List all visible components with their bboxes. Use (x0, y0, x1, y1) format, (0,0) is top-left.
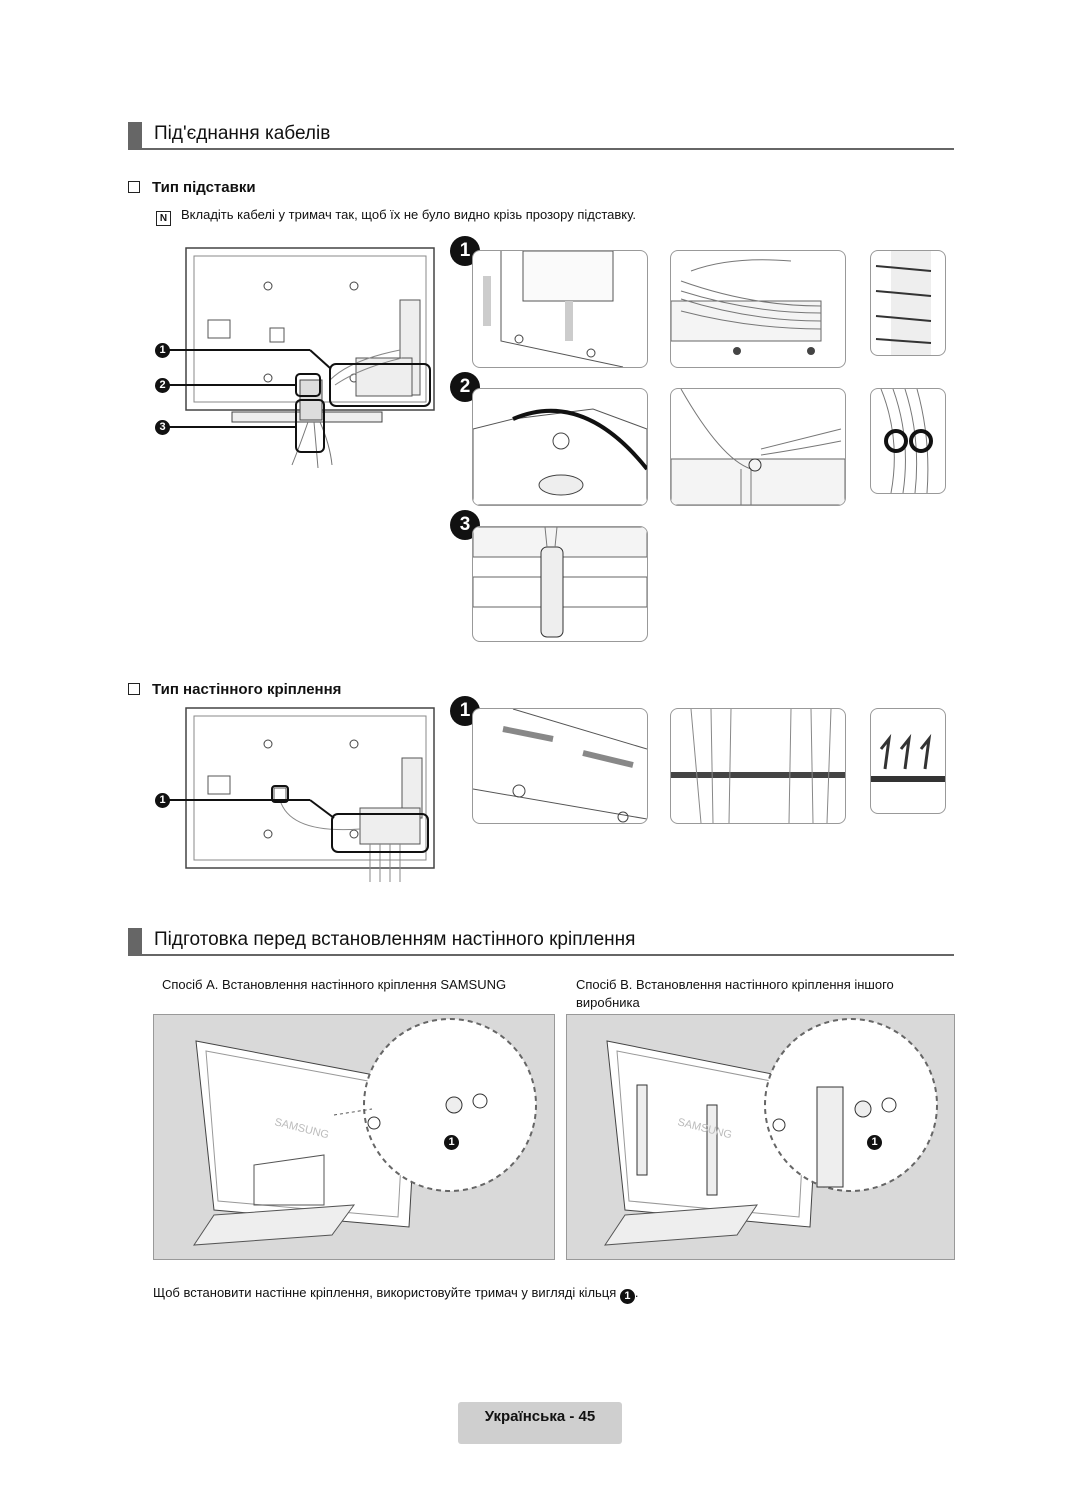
section-bar (128, 122, 142, 148)
ring-holder-note-text: Щоб встановити настінне кріплення, викор… (153, 1285, 617, 1300)
step-1-detail-a (472, 250, 648, 368)
section-title-text: Підготовка перед встановленням настінног… (154, 929, 636, 950)
wall-step-1-detail-a (472, 708, 648, 824)
section-title-wall-mount-prep: Підготовка перед встановленням настінног… (128, 928, 954, 956)
section-title-text: Під'єднання кабелів (154, 123, 331, 144)
wall-type-heading-text: Тип настінного кріплення (152, 681, 342, 698)
step-2-detail-a (472, 388, 648, 506)
step-2-detail-c (870, 388, 946, 494)
stand-note: N Вкладіть кабелі у тримач так, щоб їх не… (156, 207, 636, 226)
ring-holder-note-end: . (634, 1285, 639, 1300)
step-3-badge: 3 (450, 510, 480, 540)
checkbox-bullet-icon (128, 683, 140, 695)
method-a-caption: Спосіб A. Встановлення настінного кріпле… (162, 977, 507, 992)
method-b-illustration: SAMSUNG 1 (566, 1014, 955, 1260)
note-icon: N (156, 211, 171, 226)
stand-tv-back-diagram: 1 2 3 (150, 240, 440, 480)
step-2-detail-b (670, 388, 846, 506)
page-footer: Українська - 45 (458, 1402, 622, 1444)
ring-holder-note: Щоб встановити настінне кріплення, викор… (153, 1284, 973, 1304)
callout-1-badge: 1 (155, 343, 170, 358)
wall-step-1-detail-b (670, 708, 846, 824)
checkbox-bullet-icon (128, 181, 140, 193)
callout-3-badge: 3 (155, 420, 170, 435)
section-bar (128, 928, 142, 954)
callout-2-badge: 2 (155, 378, 170, 393)
wall-tv-back-diagram: 1 (150, 704, 440, 884)
wall-type-heading: Тип настінного кріплення (128, 681, 341, 699)
wall-step-1-detail-c (870, 708, 946, 814)
step-1-detail-c (870, 250, 946, 356)
step-1-detail-b (670, 250, 846, 368)
callout-1-badge: 1 (155, 793, 170, 808)
stand-type-heading: Тип підставки (128, 179, 256, 197)
method-b-caption: Спосіб B. Встановлення настінного кріпле… (576, 977, 894, 1010)
callout-1-badge: 1 (444, 1135, 459, 1150)
callout-1-badge: 1 (619, 1289, 635, 1304)
stand-type-heading-text: Тип підставки (152, 179, 256, 196)
stand-note-text: Вкладіть кабелі у тримач так, щоб їх не … (181, 207, 636, 222)
step-3-detail (472, 526, 648, 642)
section-title-cable-connection: Під'єднання кабелів (128, 122, 954, 150)
method-a-illustration: SAMSUNG 1 (153, 1014, 555, 1260)
callout-1-badge: 1 (867, 1135, 882, 1150)
